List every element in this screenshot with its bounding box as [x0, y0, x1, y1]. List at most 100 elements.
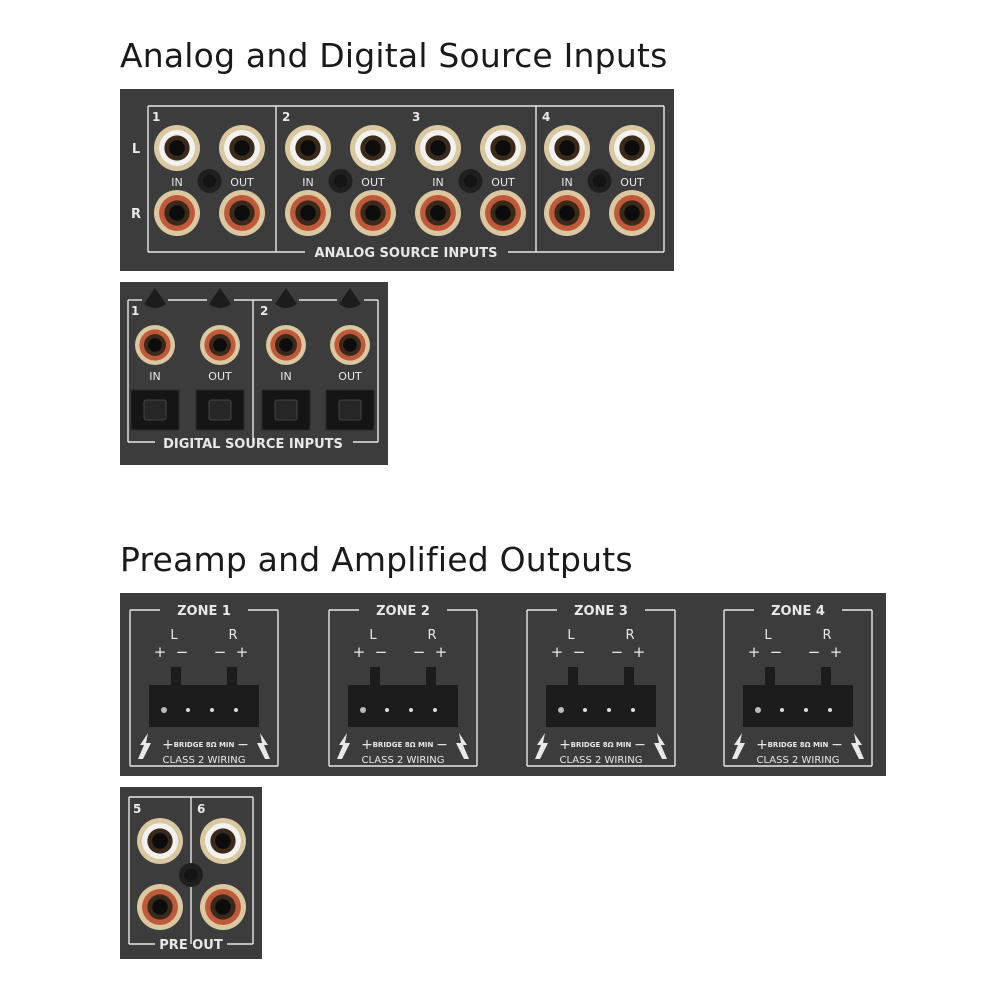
preout-6-left-jack[interactable] [200, 818, 246, 864]
zone-2-speaker-terminal[interactable] [348, 667, 458, 727]
terminal-screw [828, 708, 832, 712]
zone-4-right-plus: + [830, 643, 843, 661]
digital-group-1-number: 1 [131, 304, 139, 318]
jack-center-pin [152, 833, 168, 849]
terminal-screw [558, 707, 564, 713]
zone-1-bridge-plus: + [162, 737, 174, 753]
optical-shutter [208, 399, 232, 421]
preout-5-left-jack[interactable] [137, 818, 183, 864]
analog-group-4-number: 4 [542, 110, 550, 124]
jack-center-pin [430, 205, 446, 221]
optical-shutter [274, 399, 298, 421]
optical-shutter [143, 399, 167, 421]
mounting-screw-icon [275, 288, 297, 308]
analog-4-in-label: IN [561, 176, 572, 189]
analog-2-in-right-jack[interactable] [285, 190, 331, 236]
analog-3-out-right-jack[interactable] [480, 190, 526, 236]
ground-screw-icon [179, 863, 203, 887]
analog-2-in-left-jack[interactable] [285, 125, 331, 171]
terminal-tab [624, 667, 634, 687]
digital-2-in-coax-jack[interactable] [266, 325, 306, 365]
digital-2-out-optical-port[interactable] [325, 389, 375, 431]
analog-3-out-left-jack[interactable] [480, 125, 526, 171]
analog-4-in-left-jack[interactable] [544, 125, 590, 171]
analog-2-out-right-jack[interactable] [350, 190, 396, 236]
screw-slot [202, 174, 217, 188]
screw-body [339, 288, 361, 308]
digital-1-out-coax-jack[interactable] [200, 325, 240, 365]
ground-screw-icon [197, 169, 222, 193]
jack-center-pin [279, 338, 293, 352]
zone-3-speaker-terminal[interactable] [546, 667, 656, 727]
jack-center-pin [234, 205, 250, 221]
jack-center-pin [215, 899, 231, 915]
bridge-arrow-left-icon [732, 733, 745, 759]
analog-1-in-right-jack[interactable] [154, 190, 200, 236]
analog-4-in-right-jack[interactable] [544, 190, 590, 236]
analog-4-out-left-jack[interactable] [609, 125, 655, 171]
zone-4-left-plus: + [748, 643, 761, 661]
zone-3-bridge-label: BRIDGE 8Ω MIN [571, 741, 632, 749]
jack-center-pin [148, 338, 162, 352]
zone-2-right-plus: + [435, 643, 448, 661]
digital-1-in-coax-jack[interactable] [135, 325, 175, 365]
terminal-screw [583, 708, 587, 712]
terminal-screw [161, 707, 167, 713]
digital-2-in-label: IN [280, 370, 291, 383]
zone-1-right-label: R [228, 628, 237, 643]
zone-4-speaker-terminal[interactable] [743, 667, 853, 727]
bridge-arrow-right-icon [851, 733, 864, 759]
zone-1-title: ZONE 1 [177, 604, 231, 619]
zone-1-right-plus: + [236, 643, 249, 661]
zone-2-left-label: L [369, 628, 377, 643]
jack-center-pin [169, 140, 185, 156]
bridge-arrow-left-icon [535, 733, 548, 759]
screw-slot [184, 868, 198, 882]
digital-1-in-optical-port[interactable] [130, 389, 180, 431]
preout-5-right-jack[interactable] [137, 884, 183, 930]
analog-2-out-left-jack[interactable] [350, 125, 396, 171]
zone-1-right-minus: − [214, 643, 227, 661]
digital-2-in-optical-port[interactable] [261, 389, 311, 431]
jack-center-pin [495, 140, 511, 156]
zone-4-wiring-label: CLASS 2 WIRING [756, 755, 839, 766]
analog-group-1-number: 1 [152, 110, 160, 124]
outputs-heading: Preamp and Amplified Outputs [120, 540, 633, 579]
analog-1-in-left-jack[interactable] [154, 125, 200, 171]
digital-1-out-optical-port[interactable] [195, 389, 245, 431]
zone-4-bridge-plus: + [756, 737, 768, 753]
digital-section-label: DIGITAL SOURCE INPUTS [163, 437, 343, 452]
terminal-tab [765, 667, 775, 687]
screw-body [144, 288, 166, 308]
analog-3-in-right-jack[interactable] [415, 190, 461, 236]
screw-body [275, 288, 297, 308]
bridge-arrow-right-icon [654, 733, 667, 759]
bridge-arrow-right-icon [456, 733, 469, 759]
bridge-arrow-left-icon [138, 733, 151, 759]
jack-center-pin [559, 205, 575, 221]
terminal-screw [607, 708, 611, 712]
terminal-body [348, 685, 458, 727]
zone-2-bridge-plus: + [361, 737, 373, 753]
analog-4-out-right-jack[interactable] [609, 190, 655, 236]
zone-3-bridge-plus: + [559, 737, 571, 753]
jack-center-pin [624, 205, 640, 221]
ground-screw-icon [587, 169, 612, 193]
analog-3-out-label: OUT [491, 176, 515, 189]
terminal-tab [370, 667, 380, 687]
zone-2-left-plus: + [353, 643, 366, 661]
analog-3-in-left-jack[interactable] [415, 125, 461, 171]
digital-2-out-coax-jack[interactable] [330, 325, 370, 365]
analog-1-out-left-jack[interactable] [219, 125, 265, 171]
inputs-heading: Analog and Digital Source Inputs [120, 36, 668, 75]
zone-1-speaker-terminal[interactable] [149, 667, 259, 727]
arrow-shape [138, 733, 151, 759]
zone-1-left-minus: − [176, 643, 189, 661]
analog-1-out-right-jack[interactable] [219, 190, 265, 236]
jack-center-pin [343, 338, 357, 352]
preout-6-right-jack[interactable] [200, 884, 246, 930]
